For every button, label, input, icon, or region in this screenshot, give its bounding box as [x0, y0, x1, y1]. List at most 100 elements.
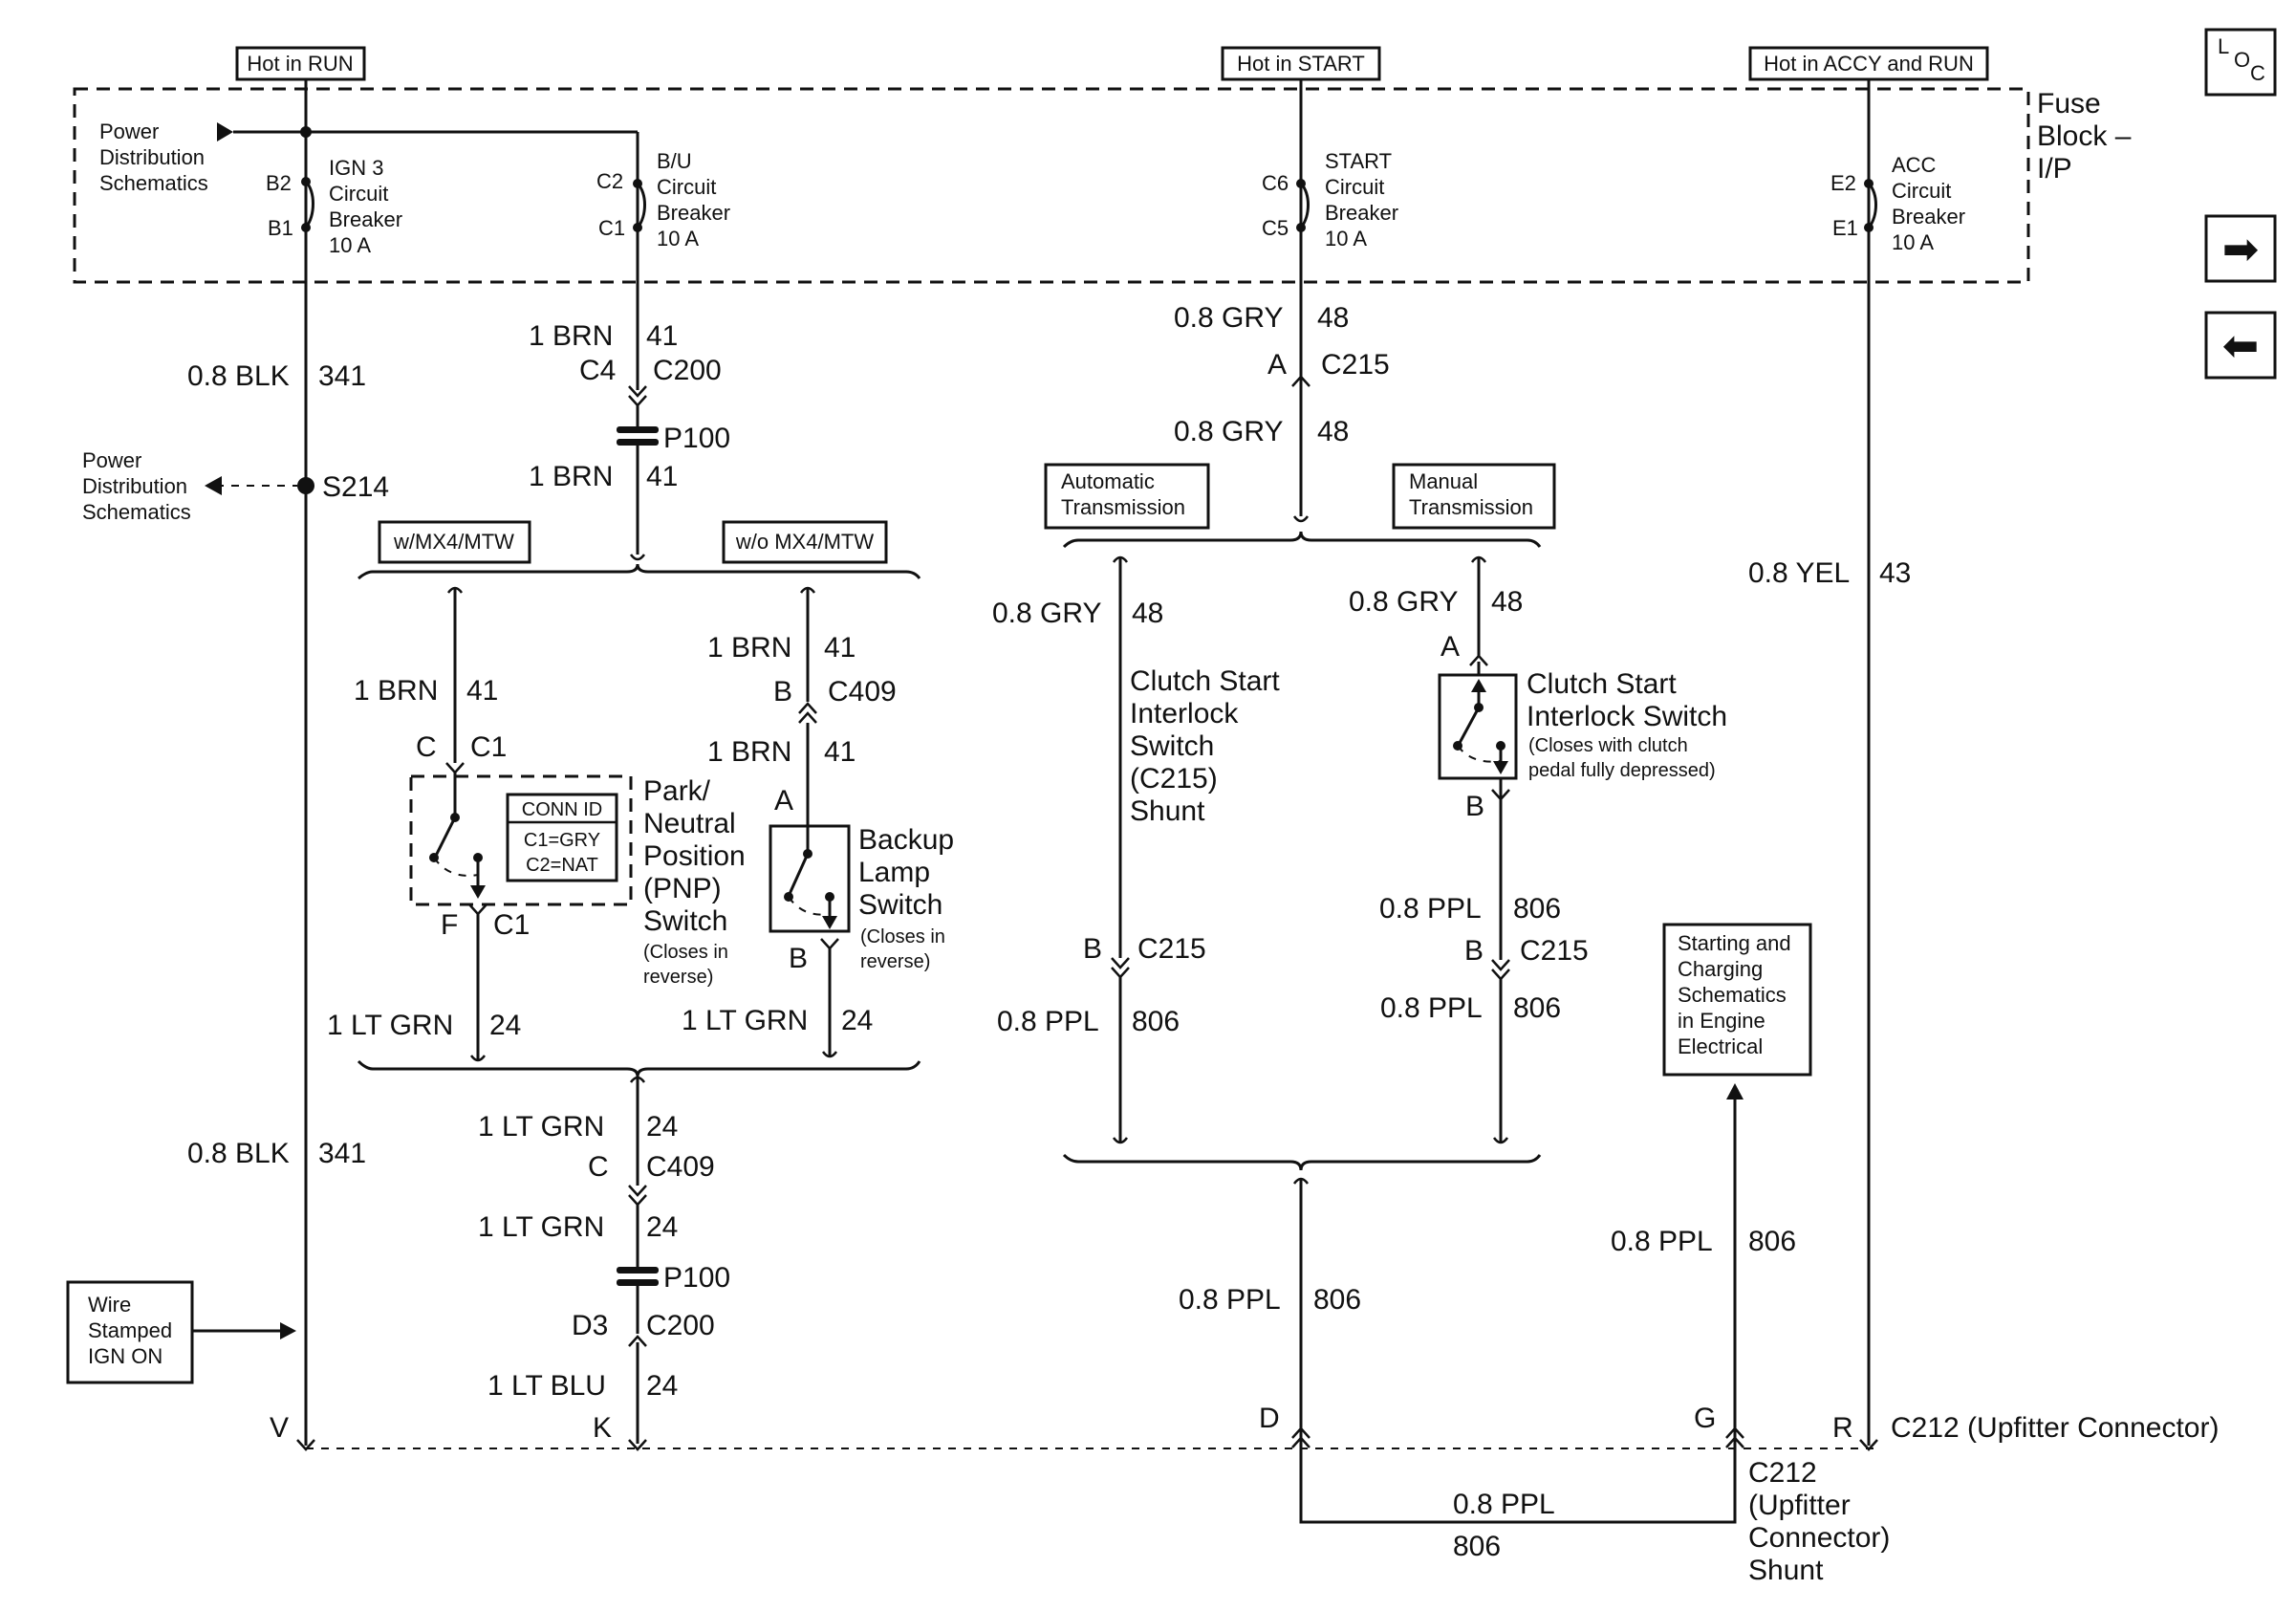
option-bracket-top [357, 563, 921, 580]
backup-note-1: (Closes in [860, 926, 945, 947]
fuse-block-label-1: Fuse [2037, 88, 2101, 120]
c212-v-label: V [270, 1412, 289, 1444]
harness-tie-manual-bottom [1492, 1137, 1509, 1144]
clutch-shunt-1: Clutch Start [1130, 665, 1280, 697]
c212-g-label: G [1694, 1403, 1716, 1434]
c215-b-left-pin: B [1083, 933, 1102, 965]
ltgrn-24-a-wire: 1 LT GRN [327, 1010, 453, 1041]
c409-b-pin: B [773, 676, 792, 708]
pnp-arc [433, 857, 479, 877]
pnp-f-c1-conn: C1 [493, 909, 530, 941]
pnp-note-1: (Closes in [643, 942, 728, 963]
start-bottom-pin: C5 [1262, 216, 1289, 240]
ign3-line-3: Breaker [329, 207, 402, 231]
blk-341-a-circuit: 341 [318, 360, 366, 392]
c212-pin-d [1291, 1426, 1310, 1448]
manual-trans-2: Transmission [1409, 495, 1533, 519]
acc-pin-bottom [1864, 223, 1874, 232]
option-bracket-bottom [357, 1059, 921, 1078]
prev-page-arrow: ⬅ [2222, 319, 2260, 371]
p100-b-top [617, 1267, 659, 1274]
pnp-blade [434, 816, 457, 857]
backup-pin-a: A [774, 785, 793, 816]
brn-41-e-wire: 1 BRN [707, 736, 791, 768]
starting-box-4: in Engine [1678, 1009, 1765, 1033]
ppl-806-c-circuit: 806 [1513, 992, 1561, 1024]
power-dist-top-arrow [217, 122, 233, 142]
ltblu-24-circuit: 24 [646, 1370, 678, 1402]
c212-shunt-4: Shunt [1748, 1555, 1824, 1586]
conn-id-c2: C2=NAT [526, 855, 598, 876]
wire-stamped-1: Wire [88, 1293, 131, 1317]
connector-pnp-bottom [468, 903, 487, 916]
ltgrn-24-d-wire: 1 LT GRN [478, 1211, 604, 1243]
ppl-806-b-wire: 0.8 PPL [1379, 893, 1482, 925]
ltgrn-24-c-circuit: 24 [646, 1111, 678, 1143]
clutch-switch-2: Interlock Switch [1527, 701, 1727, 732]
loc-icon[interactable] [2204, 28, 2277, 97]
backup-label-2: Lamp [858, 857, 930, 888]
c200-conn-a: C200 [653, 355, 722, 386]
hot-run-box [235, 46, 366, 81]
harness-tie-manual-top [1470, 555, 1487, 563]
pnp-label-2: Neutral [643, 808, 736, 839]
bu-line-3: Breaker [657, 201, 730, 225]
p100-b-bottom [617, 1279, 659, 1286]
backup-arrow-down [822, 916, 837, 929]
gry-48-c-wire: 0.8 GRY [992, 598, 1102, 629]
ltgrn-24-b-circuit: 24 [841, 1005, 873, 1036]
acc-line-1: ACC [1892, 153, 1937, 177]
gry-48-d-circuit: 48 [1491, 586, 1523, 618]
clutch-arc [1457, 745, 1502, 763]
ign3-line-1: IGN 3 [329, 156, 383, 180]
backup-switch-box [769, 824, 851, 933]
c409-c-pin: C [588, 1151, 609, 1183]
c215-b-left-conn: C215 [1137, 933, 1206, 965]
loc-icon-l: L [2218, 34, 2229, 58]
clutch-shunt-3: Switch [1130, 730, 1214, 762]
c212-shunt-loop [1299, 1448, 1737, 1524]
bottom-ppl-wire: 0.8 PPL [1453, 1489, 1555, 1520]
c215-b-right-pin: B [1464, 935, 1484, 967]
start-pin-bottom [1296, 223, 1306, 232]
clutch-note-2: pedal fully depressed) [1528, 760, 1716, 781]
p100-a-bottom [617, 439, 659, 446]
c212-shunt-1: C212 [1748, 1457, 1817, 1489]
c212-pin-g [1725, 1426, 1744, 1448]
c215-a-pin: A [1267, 349, 1287, 381]
junction-run-top [300, 126, 312, 138]
harness-tie-pnp-top [446, 586, 464, 594]
brn-41-b-circuit: 41 [646, 461, 678, 492]
acc-line-2: Circuit [1892, 179, 1951, 203]
hot-accy-label: Hot in ACCY and RUN [1764, 52, 1974, 76]
power-dist-top-3: Schematics [99, 171, 208, 195]
acc-line-3: Breaker [1892, 205, 1965, 229]
with-mx4-box [378, 520, 531, 564]
pnp-c1-conn: C1 [470, 731, 507, 763]
pnp-c-pin: C [416, 731, 437, 763]
start-line-2: Circuit [1325, 175, 1384, 199]
connector-backup-bottom [820, 938, 839, 950]
hot-run-label: Hot in RUN [247, 52, 353, 76]
c215-a-conn: C215 [1321, 349, 1390, 381]
harness-tie-48 [1292, 515, 1310, 523]
c212-k-label: K [593, 1412, 612, 1444]
harness-tie-24 [629, 1076, 646, 1083]
clutch-arrow-down [1493, 761, 1508, 774]
c212-shunt-2: (Upfitter [1748, 1490, 1851, 1521]
next-page-icon[interactable] [2204, 214, 2277, 283]
auto-trans-1: Automatic [1061, 469, 1155, 493]
s214-label: S214 [322, 471, 389, 503]
c200-d3-conn: C200 [646, 1310, 715, 1341]
ppl-806-d-circuit: 806 [1313, 1284, 1361, 1316]
harness-tie-41 [629, 554, 646, 561]
harness-tie-backup-bottom [821, 1051, 838, 1058]
pnp-label-1: Park/ [643, 775, 711, 807]
c409-b-conn: C409 [828, 676, 897, 708]
trans-bracket-bottom [1062, 1153, 1542, 1171]
blk-341-b-circuit: 341 [318, 1138, 366, 1169]
clutch-shunt-5: Shunt [1130, 795, 1205, 827]
clutch-switch-1: Clutch Start [1527, 668, 1677, 700]
prev-page-icon[interactable] [2204, 311, 2277, 380]
c212-pin-v [296, 1439, 315, 1451]
